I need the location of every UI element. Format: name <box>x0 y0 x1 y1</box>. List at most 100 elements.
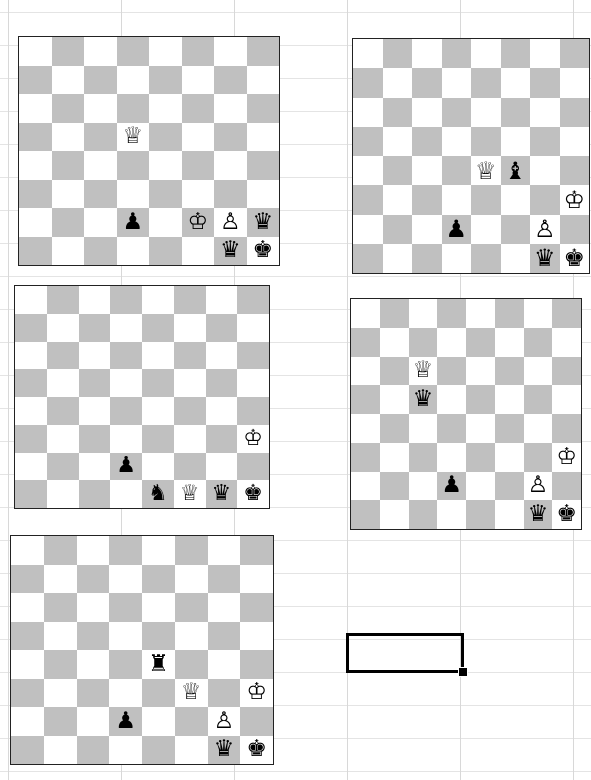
board-square <box>240 565 273 594</box>
board-square: ♟ <box>442 215 472 244</box>
board-square <box>15 480 47 508</box>
board-square <box>44 593 77 622</box>
board-square <box>471 68 501 97</box>
board-square <box>471 127 501 156</box>
board-square <box>495 500 524 529</box>
board-square <box>380 472 409 501</box>
board-square <box>560 39 590 68</box>
board-square <box>110 480 142 508</box>
board-square <box>240 650 273 679</box>
board-square <box>110 286 142 314</box>
board-square <box>142 397 174 425</box>
board-square <box>353 98 383 127</box>
board-square: ♔ <box>240 679 273 708</box>
board-square <box>175 622 208 651</box>
board-square <box>247 151 280 180</box>
board-square <box>79 342 111 370</box>
board-square <box>552 328 581 357</box>
black-queen-icon: ♛ <box>214 738 235 761</box>
board-square <box>237 314 269 342</box>
board-square: ♜ <box>142 650 175 679</box>
board-square <box>552 299 581 328</box>
board-square <box>47 369 79 397</box>
board-square <box>110 369 142 397</box>
board-square <box>15 314 47 342</box>
chess-board: ♕♟♔♙♛♛♚ <box>18 36 280 266</box>
board-square <box>442 156 472 185</box>
board-square <box>149 151 182 180</box>
board-square <box>182 180 215 209</box>
board-square <box>380 357 409 386</box>
board-square <box>560 127 590 156</box>
board-square <box>110 397 142 425</box>
black-queen-icon: ♛ <box>534 246 556 270</box>
board-square <box>353 39 383 68</box>
fill-handle[interactable] <box>458 667 468 677</box>
board-square <box>383 68 413 97</box>
board-square <box>437 500 466 529</box>
board-square <box>77 707 110 736</box>
board-square <box>174 425 206 453</box>
board-square <box>383 215 413 244</box>
white-queen-icon: ♕ <box>180 483 200 505</box>
board-square <box>351 500 380 529</box>
board-square <box>412 156 442 185</box>
board-square <box>142 593 175 622</box>
board-square: ♛ <box>214 237 247 266</box>
white-king-icon: ♔ <box>187 211 208 234</box>
board-square <box>530 185 560 214</box>
board-square <box>409 328 438 357</box>
board-square <box>409 299 438 328</box>
board-square <box>466 328 495 357</box>
board-square <box>466 385 495 414</box>
board-square: ♔ <box>182 208 215 237</box>
board-square <box>175 650 208 679</box>
board-square <box>149 94 182 123</box>
board-square <box>109 536 142 565</box>
board-square <box>214 94 247 123</box>
board-square <box>471 215 501 244</box>
board-square <box>442 98 472 127</box>
board-square <box>237 369 269 397</box>
selected-cell[interactable] <box>346 633 464 673</box>
board-square <box>501 215 531 244</box>
board-square <box>44 707 77 736</box>
board-square <box>208 679 241 708</box>
board-square <box>466 500 495 529</box>
board-square <box>15 397 47 425</box>
board-square <box>110 314 142 342</box>
board-square <box>552 385 581 414</box>
board-square: ♕ <box>117 123 150 152</box>
board-square <box>44 679 77 708</box>
board-square <box>117 66 150 95</box>
board-square: ♙ <box>524 472 553 501</box>
board-square <box>380 443 409 472</box>
board-square <box>84 123 117 152</box>
white-king-icon: ♔ <box>246 681 267 704</box>
board-square <box>110 425 142 453</box>
board-square <box>77 536 110 565</box>
board-square <box>149 208 182 237</box>
board-square <box>466 443 495 472</box>
board-square <box>142 453 174 481</box>
board-square <box>383 98 413 127</box>
board-square <box>501 68 531 97</box>
board-square: ♙ <box>530 215 560 244</box>
board-square: ♚ <box>552 500 581 529</box>
board-square <box>142 679 175 708</box>
board-square: ♚ <box>237 480 269 508</box>
board-square <box>208 622 241 651</box>
black-king-icon: ♚ <box>243 483 263 505</box>
board-square <box>560 98 590 127</box>
board-square <box>206 453 238 481</box>
black-queen-icon: ♛ <box>252 211 273 234</box>
board-square <box>353 185 383 214</box>
board-square <box>560 156 590 185</box>
board-square <box>442 39 472 68</box>
board-square <box>237 342 269 370</box>
black-queen-icon: ♛ <box>212 483 232 505</box>
board-square <box>182 66 215 95</box>
board-square <box>52 94 85 123</box>
board-square <box>52 66 85 95</box>
board-square <box>495 328 524 357</box>
